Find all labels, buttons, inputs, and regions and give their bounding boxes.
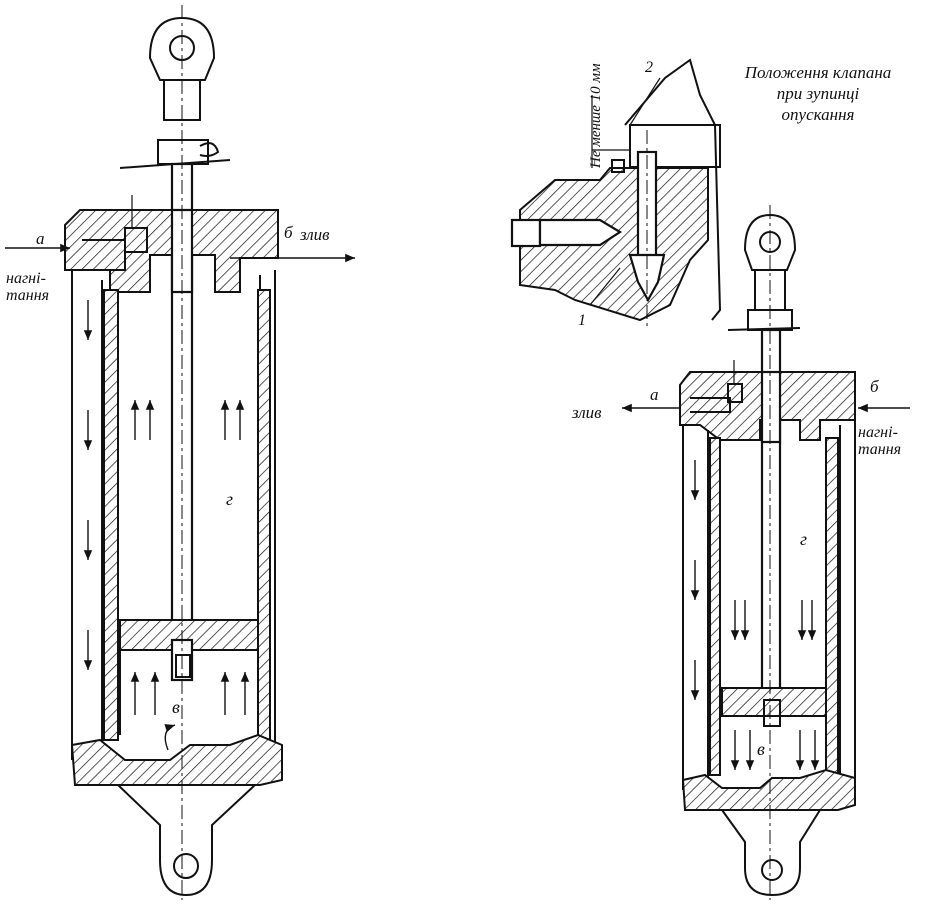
right-port-a-label: а	[650, 385, 659, 404]
left-port-b-label: б	[284, 223, 293, 242]
valve-detail: Положення клапана при зупинці опускання …	[510, 58, 892, 330]
right-port-b-label: б	[870, 377, 879, 396]
left-port-a-label: а	[36, 229, 45, 248]
left-pump-label-2: тання	[6, 287, 49, 304]
right-drain-label: злив	[571, 403, 602, 422]
left-cylinder: а б злив нагні- тання г в	[5, 5, 355, 900]
valve-part-2-label: 2	[645, 59, 653, 76]
valve-min-gap-label: Не менше 10 мм	[588, 63, 604, 169]
right-pump-label-2: тання	[858, 441, 901, 458]
valve-part-1-label: 1	[578, 312, 586, 329]
valve-caption-line-3: опускання	[782, 105, 855, 124]
left-drain-label: злив	[299, 225, 330, 244]
valve-caption-line-2: при зупинці	[777, 84, 860, 103]
valve-caption-line-1: Положення клапана	[744, 63, 892, 82]
left-chamber-v-label: в	[172, 697, 180, 717]
right-chamber-g-label: г	[800, 529, 807, 549]
left-pump-label-1: нагні-	[6, 270, 46, 287]
right-pump-label-1: нагні-	[858, 424, 898, 441]
right-cylinder: а б злив нагні- тання г в	[571, 205, 910, 900]
right-chamber-v-label: в	[757, 739, 765, 759]
left-chamber-g-label: г	[226, 489, 233, 509]
